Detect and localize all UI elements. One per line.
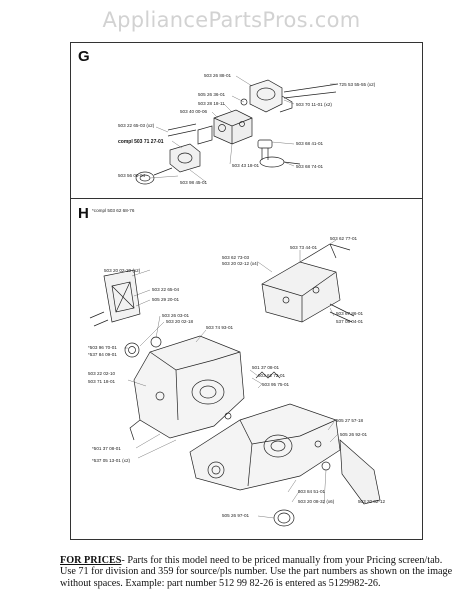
part-label: 503 43 18-01	[232, 163, 260, 168]
compl-label: *compl 503 62 68-76	[92, 208, 135, 213]
part-label: 503 98 45-01	[180, 180, 208, 185]
part-label: 505 29 20-01	[152, 297, 180, 302]
part-label: 505 27 57-18	[336, 418, 364, 423]
part-label: 503 62 73-03	[222, 255, 250, 260]
section-g-leader-lines	[149, 75, 338, 183]
part-label: *501 37 08-01	[92, 446, 121, 451]
part-label: 505 26 92-01	[340, 432, 368, 437]
part-label: 503 20 02-20 (x2)	[104, 268, 141, 273]
part-label: 503 62 77-01	[330, 236, 358, 241]
part-label: 503 28 18-11	[198, 101, 225, 106]
part-label: compl 503 71 27-01	[118, 139, 164, 145]
part-label: 505 26 97-01	[222, 513, 250, 518]
part-label: *503 96 70-01	[88, 345, 117, 350]
part-label: 503 20 02-12 (x4)	[222, 261, 259, 266]
section-g-letter: G	[78, 48, 90, 65]
part-label: *537 84 09-01	[88, 352, 117, 357]
part-label: 503 62 72-01	[258, 373, 286, 378]
carburetor-assembly-drawing	[135, 79, 339, 185]
pricing-note: FOR PRICES- Parts for this model need to…	[60, 555, 460, 589]
section-h-leader-lines	[124, 239, 339, 519]
part-label: 503 84 51-01	[298, 489, 326, 494]
part-label: 503 95 75-01	[262, 382, 290, 387]
part-label: 503 22 02-10	[88, 371, 116, 376]
part-label: 503 67 86-01	[336, 311, 364, 316]
part-label: 503 20 08-32 (x6)	[298, 499, 335, 504]
part-label: 503 40 00-06	[180, 109, 208, 114]
part-label: 503 71 18-01	[88, 379, 116, 384]
part-label: 503 56 00-04	[118, 173, 146, 178]
part-label: 503 22 65-04	[152, 287, 180, 292]
part-label: 503 73 44-01	[290, 245, 318, 250]
section-divider	[70, 198, 422, 199]
part-label: 503 22 65-03 (x2)	[118, 123, 155, 128]
part-label: 503 26 88-01	[204, 73, 232, 78]
diagram-frame	[70, 42, 423, 540]
watermark-logo: AppliancePartsPros.com	[102, 8, 361, 32]
pricing-note-body: - Parts for this model need to be priced…	[60, 555, 453, 589]
section-h-letter: H	[78, 205, 89, 222]
part-label: 503 74 93-01	[206, 325, 234, 330]
part-label: *537 05 13-01 (x2)	[92, 458, 131, 463]
part-label: 503 70 11-01 (x2)	[296, 102, 332, 107]
part-label: 503 68 41-01	[296, 141, 324, 146]
part-label: 501 37 08-01	[252, 365, 280, 370]
part-label: 503 68 74-01	[296, 164, 324, 169]
crankcase-assembly-drawing	[89, 243, 381, 527]
part-label: 537 08 04-01	[336, 319, 364, 324]
part-label: 503 26 03-01	[162, 313, 190, 318]
part-label: 503 20 02-12	[358, 499, 386, 504]
part-label: 725 53 55-55 (x2)	[339, 82, 376, 87]
part-label: 505 26 36-01	[198, 92, 226, 97]
pricing-note-lead: FOR PRICES	[60, 555, 122, 566]
part-label: 503 20 02-18	[166, 319, 194, 324]
